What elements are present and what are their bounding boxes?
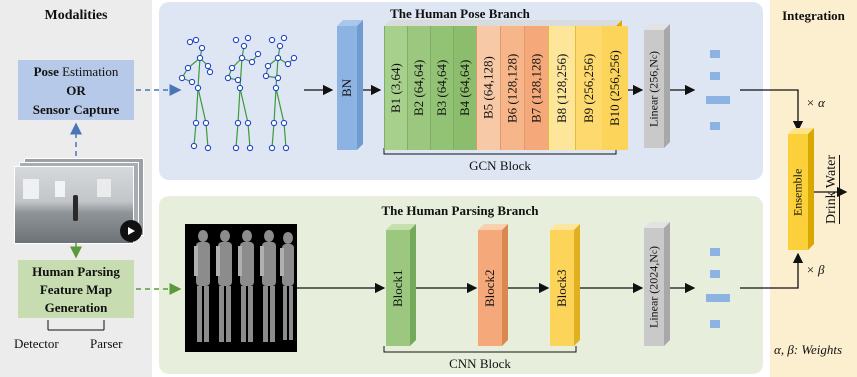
person-figure	[73, 195, 78, 221]
gcn-b2: B2 (64,64)	[407, 26, 430, 150]
gcn-block-group: B1 (3,64) B2 (64,64) B3 (64,64) B4 (64,6…	[384, 20, 628, 150]
pose-branch-title: The Human Pose Branch	[390, 6, 530, 21]
gcn-b7: B7 (128,128)	[524, 26, 548, 150]
block1: Block1	[386, 224, 416, 346]
block1-label: Block1	[386, 230, 410, 346]
block3-label: Block3	[550, 230, 574, 346]
detector-label: Detector	[14, 336, 59, 351]
human-parsing-box: Human Parsing Feature Map Generation	[18, 260, 134, 318]
parsing-line2: Feature Map	[39, 282, 113, 297]
gcn-b5: B5 (64,128)	[476, 26, 500, 150]
weights-note: α, β: Weights	[774, 342, 843, 357]
gcn-block-label: GCN Block	[469, 158, 531, 173]
gcn-b3: B3 (64,64)	[430, 26, 453, 150]
integration-title: Integration	[782, 8, 845, 23]
gcn-b10: B10 (256,256)	[602, 26, 628, 150]
gcn-b1: B1 (3,64)	[384, 26, 407, 150]
play-button-icon[interactable]	[120, 220, 142, 242]
pose-bold-label: Pose	[33, 64, 59, 79]
sensor-capture-label: Sensor Capture	[32, 102, 120, 117]
pose-estimation-box: Pose Estimation OR Sensor Capture	[18, 60, 134, 120]
parsing-feature-vector	[700, 248, 740, 338]
gcn-b8: B8 (128,256)	[548, 26, 575, 150]
skeleton-figures	[178, 34, 298, 152]
gcn-b6: B6 (128,128)	[500, 26, 524, 150]
cnn-block-label: CNN Block	[449, 356, 511, 371]
or-label: OR	[66, 83, 86, 98]
pose-feature-vector	[700, 50, 740, 140]
modalities-title: Modalities	[44, 8, 108, 23]
parser-label: Parser	[90, 336, 123, 351]
block2: Block2	[478, 224, 508, 346]
parsing-map-image	[185, 224, 297, 352]
block2-label: Block2	[478, 230, 502, 346]
output-label: Drink Water	[824, 155, 839, 225]
ensemble-label: Ensemble	[788, 134, 808, 250]
bn-block: BN	[337, 20, 363, 150]
parsing-branch-title: The Human Parsing Branch	[381, 203, 539, 218]
parsing-line1: Human Parsing	[32, 264, 120, 279]
ensemble-block: Ensemble	[788, 128, 814, 250]
alpha-label: × α	[806, 95, 825, 110]
gcn-b9: B9 (256,256)	[575, 26, 602, 150]
block3: Block3	[550, 224, 580, 346]
gcn-b4: B4 (64,64)	[453, 26, 476, 150]
estimation-label: Estimation	[58, 64, 119, 79]
beta-label: × β	[806, 262, 825, 277]
video-thumbnail[interactable]	[14, 158, 144, 244]
bn-label: BN	[337, 26, 357, 150]
parsing-line3: Generation	[44, 300, 108, 315]
